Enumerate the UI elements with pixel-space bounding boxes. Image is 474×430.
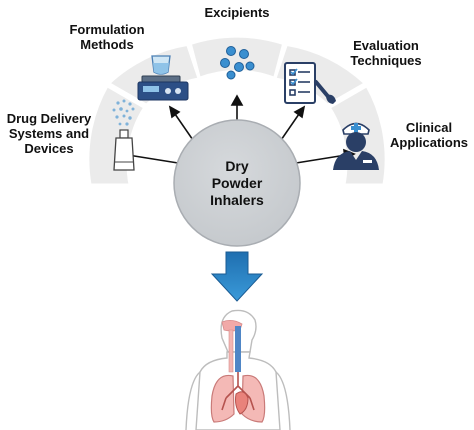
arrowhead-excipients: [230, 94, 244, 106]
arrow-to-formulation: [174, 113, 196, 144]
center-label: Dry Powder Inhalers: [210, 158, 264, 208]
particles-icon: [220, 46, 255, 80]
checklist-icon: [284, 62, 336, 104]
arrowhead-formulation: [168, 105, 181, 119]
nurse-icon: [333, 122, 379, 170]
inhaler-device-icon: [112, 99, 135, 171]
center-circle: [173, 119, 301, 247]
down-arrow: [210, 251, 264, 302]
label-formulation: Formulation Methods: [69, 22, 145, 52]
arrow-to-evaluation: [278, 113, 300, 144]
arrowhead-evaluation: [293, 105, 306, 119]
human-lungs-icon: [185, 309, 291, 430]
hotplate-stirrer-icon: [137, 55, 189, 101]
segment-excipients: [188, 34, 286, 81]
label-drug-delivery: Drug Delivery Systems and Devices: [6, 111, 92, 156]
label-evaluation: Evaluation Techniques: [350, 38, 422, 68]
label-excipients: Excipients: [204, 5, 270, 20]
label-clinical: Clinical Applications: [389, 120, 468, 150]
arrow-to-drug-delivery: [127, 154, 179, 164]
arrow-to-clinical: [295, 154, 347, 164]
